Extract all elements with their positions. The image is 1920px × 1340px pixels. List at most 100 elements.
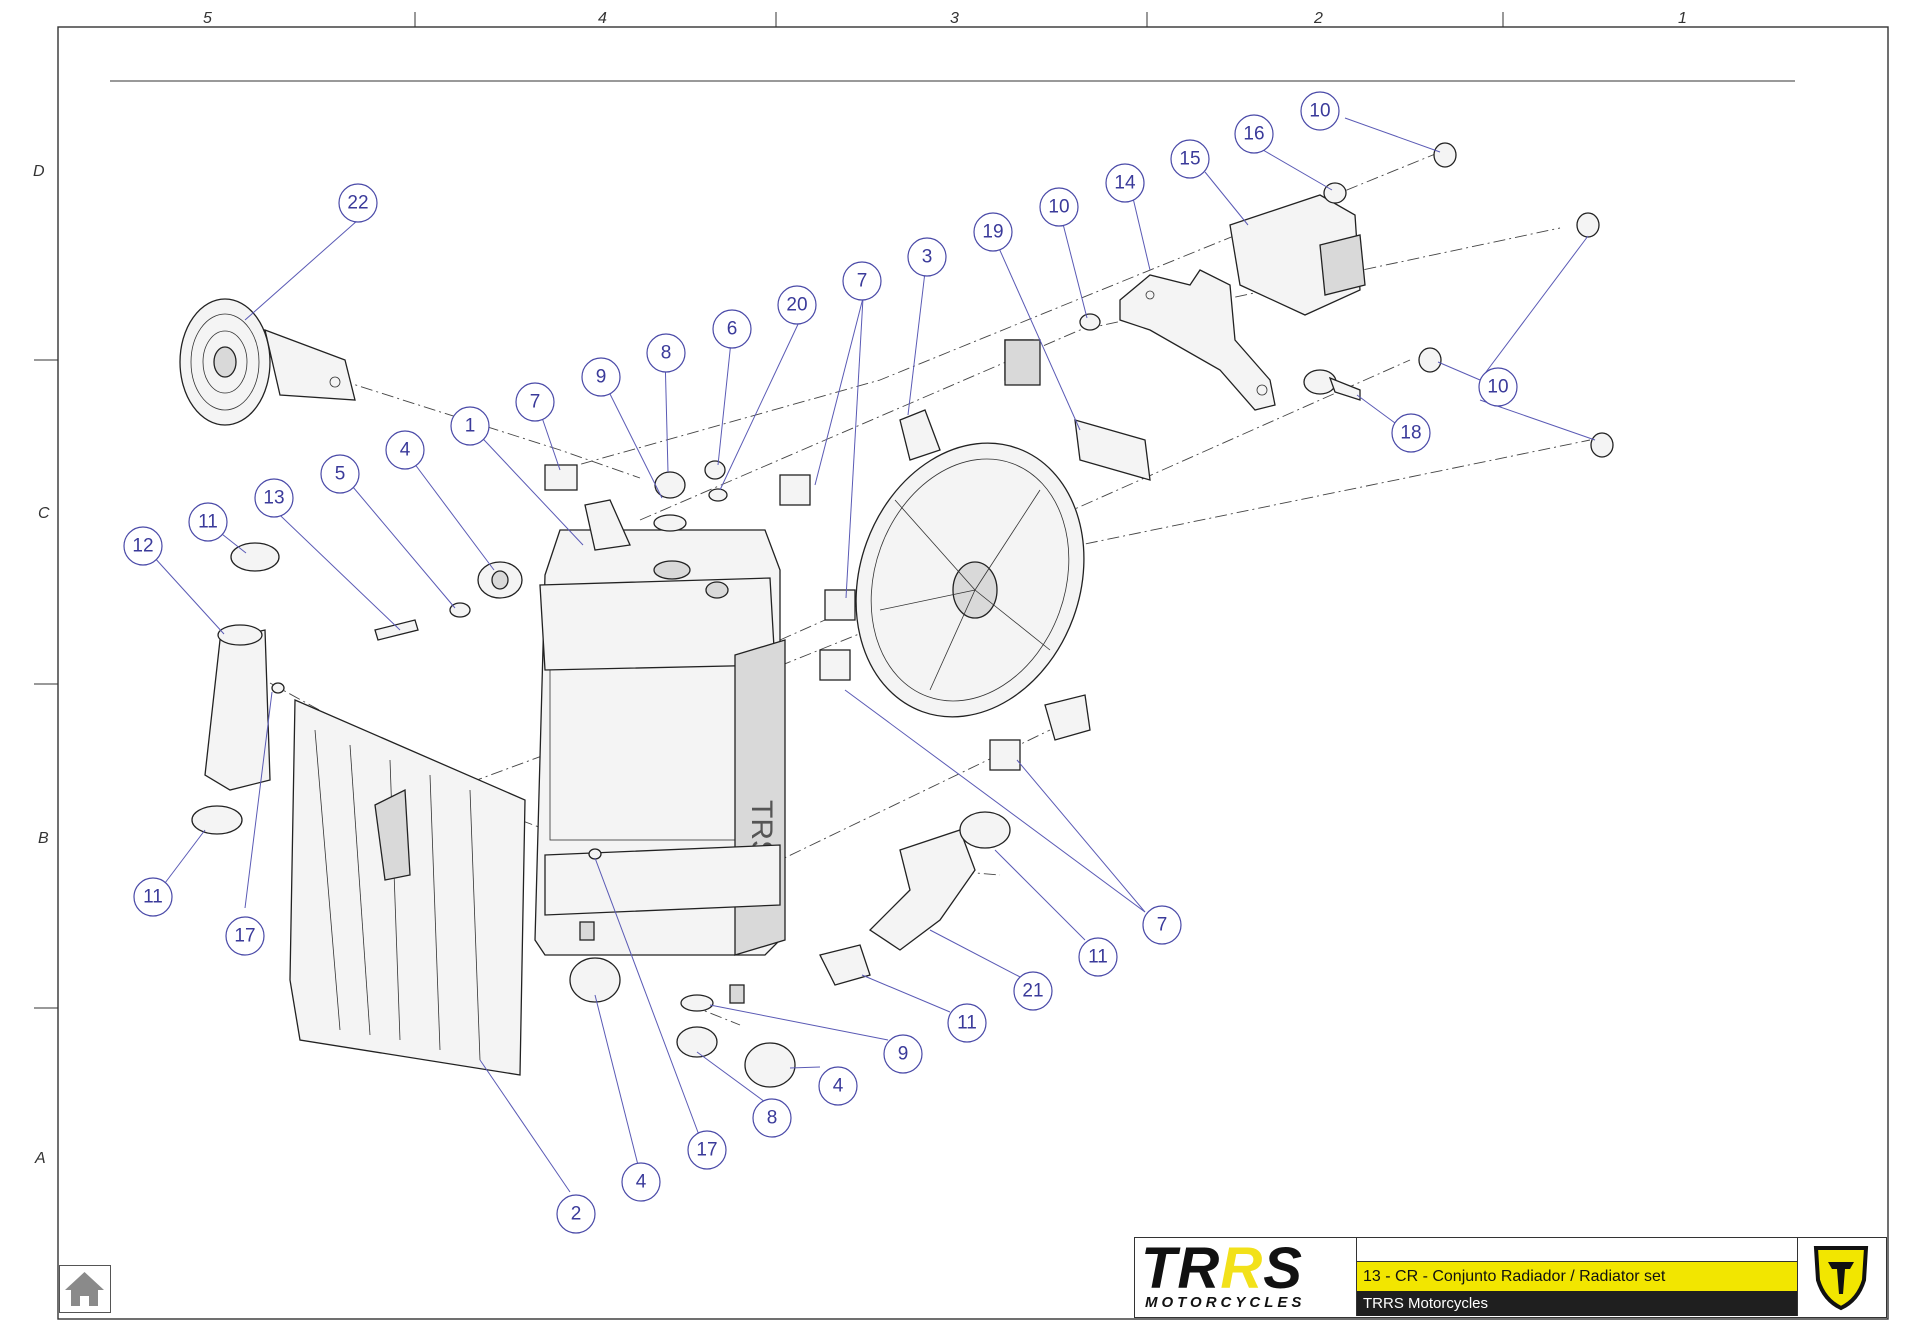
clamp-part	[1303, 369, 1361, 401]
svg-text:13: 13	[263, 488, 284, 509]
svg-text:7: 7	[1157, 915, 1168, 936]
svg-text:15: 15	[1179, 149, 1200, 170]
callout-4: 4	[621, 1162, 661, 1202]
callout-3: 3	[907, 237, 947, 277]
mount-part	[1004, 339, 1151, 481]
callout-13: 13	[254, 478, 294, 518]
callout-8: 8	[646, 333, 686, 373]
sheet-border	[57, 26, 1889, 1320]
column-ticks	[414, 12, 1504, 27]
logo-box: TRRS MOTORCYCLES	[1135, 1238, 1357, 1316]
svg-text:5: 5	[335, 464, 346, 485]
svg-text:21: 21	[1022, 981, 1043, 1002]
callout-21: 21	[1013, 971, 1053, 1011]
title-block-top-cell	[1357, 1238, 1797, 1262]
callout-16: 16	[1234, 114, 1274, 154]
callout-4: 4	[818, 1066, 858, 1106]
callout-10: 10	[1039, 187, 1079, 227]
svg-text:16: 16	[1243, 124, 1264, 145]
callout-7: 7	[842, 261, 882, 301]
callout-1: 1	[450, 406, 490, 446]
relay-part	[1229, 194, 1366, 316]
home-button[interactable]	[59, 1265, 111, 1313]
callout-17: 17	[225, 916, 265, 956]
svg-text:9: 9	[898, 1044, 909, 1065]
callout-6: 6	[712, 309, 752, 349]
svg-text:20: 20	[786, 295, 807, 316]
upper-hose-part	[191, 542, 280, 835]
callout-9: 9	[883, 1034, 923, 1074]
svg-text:4: 4	[400, 440, 411, 461]
title-block: TRRS MOTORCYCLES 13 - CR - Conjunto Radi…	[1134, 1237, 1887, 1318]
svg-text:12: 12	[132, 536, 153, 557]
column-label-4: 4	[598, 10, 607, 27]
column-label-3: 3	[950, 10, 959, 27]
callout-4: 4	[385, 430, 425, 470]
svg-text:19: 19	[982, 222, 1003, 243]
svg-text:11: 11	[1088, 947, 1108, 968]
small-hardware	[271, 142, 1614, 1088]
callout-20: 20	[777, 285, 817, 325]
row-label-c: C	[38, 505, 50, 522]
emblem-box	[1797, 1238, 1885, 1316]
svg-text:9: 9	[596, 367, 607, 388]
horn-part	[179, 298, 356, 426]
svg-text:6: 6	[727, 319, 738, 340]
callout-7: 7	[1142, 905, 1182, 945]
callout-14: 14	[1105, 163, 1145, 203]
svg-text:17: 17	[234, 926, 255, 947]
callout-5: 5	[320, 454, 360, 494]
callout-leaders	[142, 117, 1596, 1193]
row-label-a: A	[34, 1150, 46, 1167]
svg-text:18: 18	[1400, 423, 1421, 444]
bracket-part	[1119, 269, 1276, 411]
lower-hose-part	[819, 811, 1011, 986]
column-label-1: 1	[1678, 10, 1687, 27]
svg-text:3: 3	[922, 247, 933, 268]
svg-text:10: 10	[1487, 377, 1508, 398]
svg-text:8: 8	[767, 1108, 778, 1129]
svg-text:11: 11	[143, 887, 163, 908]
home-icon	[65, 1272, 104, 1306]
drawing-subtitle: TRRS Motorcycles	[1357, 1291, 1797, 1316]
svg-text:11: 11	[198, 512, 218, 533]
svg-text:17: 17	[696, 1140, 717, 1161]
svg-text:4: 4	[636, 1172, 647, 1193]
fan-part	[855, 339, 1091, 741]
callout-8: 8	[752, 1098, 792, 1138]
callout-17: 17	[687, 1130, 727, 1170]
callout-22: 22	[338, 183, 378, 223]
svg-text:8: 8	[661, 343, 672, 364]
callout-7: 7	[515, 382, 555, 422]
callout-11: 11	[1078, 937, 1118, 977]
svg-text:1: 1	[465, 416, 476, 437]
column-label-5: 5	[203, 10, 212, 27]
callout-11: 11	[947, 1003, 987, 1043]
drawing-title: 13 - CR - Conjunto Radiador / Radiator s…	[1357, 1262, 1797, 1291]
callout-10: 10	[1300, 91, 1340, 131]
logo-main-text: TRRS	[1141, 1236, 1303, 1301]
row-ticks	[34, 359, 58, 1009]
callout-19: 19	[973, 212, 1013, 252]
svg-text:11: 11	[957, 1013, 977, 1034]
callout-10: 10	[1478, 367, 1518, 407]
svg-text:4: 4	[833, 1076, 844, 1097]
svg-text:10: 10	[1048, 197, 1069, 218]
callout-9: 9	[581, 357, 621, 397]
svg-text:14: 14	[1114, 173, 1136, 194]
row-label-d: D	[33, 163, 45, 180]
svg-text:7: 7	[857, 271, 868, 292]
trrs-shield-icon	[1813, 1246, 1869, 1311]
svg-text:2: 2	[571, 1204, 582, 1225]
callout-11: 11	[188, 502, 228, 542]
svg-text:7: 7	[530, 392, 541, 413]
logo-subtext: MOTORCYCLES	[1145, 1294, 1306, 1311]
callout-18: 18	[1391, 413, 1431, 453]
callout-15: 15	[1170, 139, 1210, 179]
callout-12: 12	[123, 526, 163, 566]
callout-11: 11	[133, 877, 173, 917]
svg-text:22: 22	[347, 193, 368, 214]
column-label-2: 2	[1313, 10, 1323, 27]
callout-2: 2	[556, 1194, 596, 1234]
